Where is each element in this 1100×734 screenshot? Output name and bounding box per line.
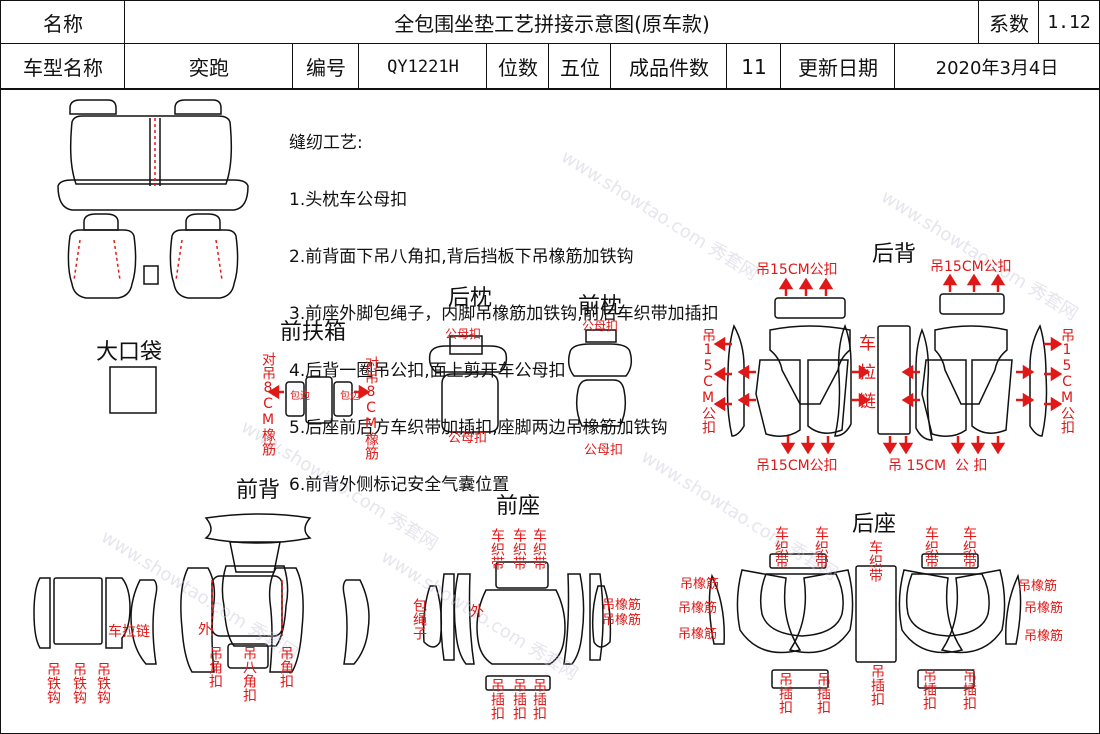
rear-seat-elastic-l3: 吊橡筋 <box>678 627 718 642</box>
armrest-pieces <box>285 376 353 424</box>
sewing-notes: 缝纫工艺: 1.头枕车公母扣 2.前背面下吊八角扣,背后挡板下吊橡筋加铁钩 3.… <box>289 96 719 514</box>
rear-headrest-pieces <box>428 335 508 433</box>
rear-seat-buckle-2: 吊插扣 <box>815 672 831 714</box>
front-seat-rope-label: 包绳子 <box>411 598 427 640</box>
rear-seat-webbing-4: 车织带 <box>923 526 939 568</box>
rear-back-bottom-mid-label: 吊 15CM 公 扣 <box>888 458 988 474</box>
front-headrest-snap: 公母扣 <box>582 319 619 333</box>
rear-back-top-right-label: 吊15CM公扣 <box>930 259 1012 275</box>
rear-seat-buckle-4: 吊插扣 <box>961 668 977 710</box>
front-back-hook-2: 吊铁钩 <box>71 662 87 704</box>
rear-seat-buckle-3: 吊插扣 <box>921 668 937 710</box>
front-seat-webbing-3: 车织带 <box>531 528 547 570</box>
armrest-wrap-left: 包边 <box>290 391 310 402</box>
date-value: 2020年3月4日 <box>894 43 1100 90</box>
armrest-left-label: 对吊8CM橡筋 <box>260 352 276 456</box>
section-front-headrest: 前枕 <box>578 294 623 319</box>
rear-bench-thumbnail <box>57 99 249 211</box>
code-label: 编号 <box>292 43 360 90</box>
rear-seat-elastic-l2: 吊橡筋 <box>678 601 718 616</box>
section-rear-back: 后背 <box>872 242 917 267</box>
note-item: 3.前座外脚包绳子，内脚吊橡筋加铁钩,前后车织带加插扣 <box>289 304 719 324</box>
rear-seat-elastic-r3: 吊橡筋 <box>1024 629 1064 644</box>
seats-label: 位数 <box>486 43 550 90</box>
notes-heading: 缝纫工艺: <box>289 133 363 153</box>
front-back-outer-label: 外 <box>198 622 212 638</box>
front-back-pieces <box>33 513 370 673</box>
front-seat-left-thumbnail <box>67 213 137 299</box>
section-armrest: 前扶箱 <box>280 320 347 345</box>
front-back-corner-right: 吊角扣 <box>278 646 294 688</box>
front-headrest-pieces <box>567 329 633 427</box>
front-back-zipper-label: 车拉链 <box>108 624 150 640</box>
rear-headrest-snap: 公母扣 <box>445 327 482 341</box>
rear-seat-pieces <box>708 553 1022 689</box>
armrest-thumbnail <box>143 265 159 285</box>
coef-label: 系数 <box>978 0 1040 45</box>
section-rear-headrest: 后枕 <box>448 286 493 311</box>
front-seat-outer-label: 外 <box>470 604 484 620</box>
rear-back-left-label: 吊15CM公扣 <box>700 328 716 434</box>
coef-value: 1.12 <box>1038 0 1100 45</box>
header-table: 名称 全包围坐垫工艺拼接示意图(原车款) 系数 1.12 车型名称 奕跑 编号 … <box>0 0 1100 90</box>
front-back-octagon: 吊八角扣 <box>241 646 257 702</box>
section-front-seat: 前座 <box>496 494 541 519</box>
pieces-label: 成品件数 <box>610 43 728 90</box>
note-item: 5.后座前后方车织带加插扣,座脚两边吊橡筋加铁钩 <box>289 418 668 438</box>
rear-seat-webbing-5: 车织带 <box>961 526 977 568</box>
front-seat-webbing-2: 车织带 <box>511 528 527 570</box>
code-value: QY1221H <box>358 43 488 90</box>
note-item: 2.前背面下吊八角扣,背后挡板下吊橡筋加铁钩 <box>289 247 634 267</box>
rear-seat-webbing-2: 车织带 <box>813 526 829 568</box>
rear-seat-buckle-1: 吊插扣 <box>777 672 793 714</box>
arrows <box>267 273 1063 455</box>
pocket-piece <box>109 366 157 414</box>
front-seat-elastic-1: 吊橡筋 <box>602 598 642 613</box>
section-rear-seat: 后座 <box>852 512 897 537</box>
front-back-corner-left: 吊角扣 <box>207 646 223 688</box>
rear-back-top-left-label: 吊15CM公扣 <box>756 262 838 278</box>
rear-seat-webbing-3: 车织带 <box>867 540 883 582</box>
rear-seat-elastic-r2: 吊橡筋 <box>1024 601 1064 616</box>
front-back-hook-1: 吊铁钩 <box>45 662 61 704</box>
note-item: 1.头枕车公母扣 <box>289 190 408 210</box>
section-front-back: 前背 <box>236 478 281 503</box>
rear-back-bottom-left-label: 吊15CM公扣 <box>756 458 838 474</box>
rear-back-right-label: 吊15CM公扣 <box>1059 328 1075 434</box>
front-back-hook-3: 吊铁钩 <box>95 662 111 704</box>
front-seat-buckle-1: 吊插扣 <box>489 678 505 720</box>
front-seat-elastic-2: 吊橡筋 <box>602 613 642 628</box>
front-seat-right-thumbnail <box>169 213 239 299</box>
front-seat-buckle-3: 吊插扣 <box>531 678 547 720</box>
rear-seat-elastic-r1: 吊橡筋 <box>1018 579 1058 594</box>
rear-headrest-snap-bottom: 公母扣 <box>448 431 488 446</box>
front-headrest-snap-bottom: 公母扣 <box>584 443 624 458</box>
stitch-markers <box>73 118 283 636</box>
front-seat-buckle-2: 吊插扣 <box>511 678 527 720</box>
name-label: 名称 <box>0 0 126 45</box>
model-label: 车型名称 <box>0 43 126 90</box>
armrest-wrap-right: 包边 <box>340 391 360 402</box>
front-seat-pieces <box>422 561 612 691</box>
note-item: 6.前背外侧标记安全气囊位置 <box>289 475 510 495</box>
note-item: 4.后背一圈吊公扣,面上剪开车公母扣 <box>289 361 566 381</box>
armrest-right-label: 对吊8CM橡筋 <box>363 356 379 460</box>
rear-seat-buckle-mid: 吊插扣 <box>869 664 885 706</box>
seats-value: 五位 <box>548 43 612 90</box>
rear-back-zipper-label: 车拉链 <box>855 334 875 421</box>
pieces-value: 11 <box>726 43 782 90</box>
rear-seat-elastic-l1: 吊橡筋 <box>680 577 720 592</box>
section-pocket: 大口袋 <box>96 340 163 365</box>
rear-seat-webbing-1: 车织带 <box>773 526 789 568</box>
front-seat-webbing-1: 车织带 <box>489 528 505 570</box>
rear-back-pieces <box>726 293 1048 441</box>
svg-text:www.showtao.com 秀套网: www.showtao.com 秀套网 <box>97 526 301 664</box>
date-label: 更新日期 <box>780 43 896 90</box>
